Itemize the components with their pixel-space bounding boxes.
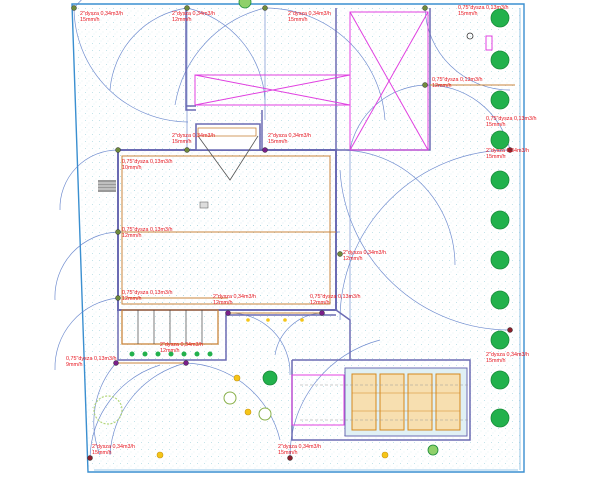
- outlet-icon: [199, 201, 209, 209]
- terrace-deck: [121, 309, 219, 345]
- hedge-row: [238, 0, 510, 456]
- irrigation-pipes: [116, 84, 515, 364]
- house: [98, 123, 337, 311]
- flower-bed-dots: [129, 351, 213, 357]
- raised-beds: [300, 367, 470, 437]
- pergola-structure: [194, 11, 493, 426]
- sprinkler-heads: [71, 5, 513, 461]
- decorative-plants: [93, 32, 474, 459]
- valve-box-icon: [485, 35, 493, 51]
- spray-coverage-arcs: [54, 0, 511, 459]
- building-outlines: [117, 8, 471, 441]
